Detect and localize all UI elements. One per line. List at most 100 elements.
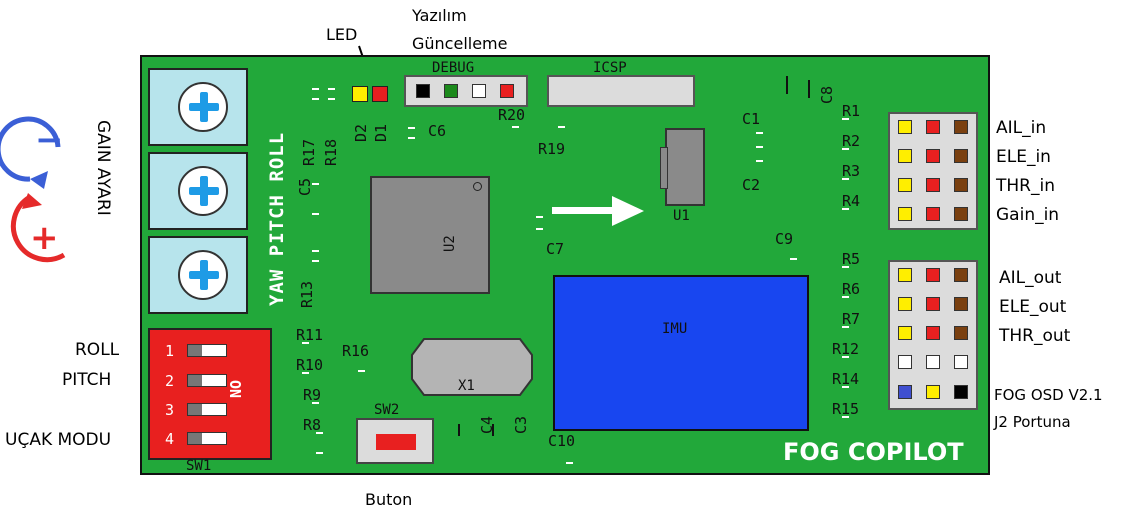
forward-direction-arrow bbox=[552, 196, 644, 226]
osd-pin-blue bbox=[898, 385, 912, 399]
pot-knob[interactable] bbox=[178, 250, 228, 300]
ref-c10: C10 bbox=[548, 432, 576, 450]
dip-number-2: 2 bbox=[165, 372, 175, 390]
unused-pin-3 bbox=[954, 355, 968, 369]
minus-sign: − bbox=[35, 120, 64, 160]
ref-r15: R15 bbox=[832, 400, 860, 418]
ref-r3: R3 bbox=[842, 162, 861, 180]
thr-in-pin-signal bbox=[898, 178, 912, 192]
ail-in-pin-power bbox=[926, 120, 940, 134]
ref-c2: C2 bbox=[742, 176, 761, 194]
ref-d2: D2 bbox=[352, 123, 370, 142]
roll-label: ROLL bbox=[75, 340, 120, 360]
push-button-cap[interactable] bbox=[376, 434, 416, 450]
ref-r19: R19 bbox=[538, 140, 566, 158]
led-label: LED bbox=[326, 25, 358, 44]
ref-c8: C8 bbox=[818, 85, 836, 104]
gain-in-pin-ground bbox=[954, 207, 968, 221]
u1-tab bbox=[660, 147, 668, 189]
icsp-header[interactable] bbox=[547, 75, 695, 107]
ail-out-label: AIL_out bbox=[999, 268, 1062, 288]
thr-out-pin-signal bbox=[898, 326, 912, 340]
debug-pin-green bbox=[444, 84, 458, 98]
pot-knob[interactable] bbox=[178, 82, 228, 132]
debug-pin-red bbox=[500, 84, 514, 98]
gain-direction-arrows bbox=[0, 116, 66, 263]
thr-in-pin-ground bbox=[954, 178, 968, 192]
ref-r16: R16 bbox=[342, 342, 370, 360]
led-d1-red bbox=[372, 86, 388, 102]
unused-pin-2 bbox=[926, 355, 940, 369]
push-button-sw2[interactable] bbox=[356, 418, 434, 464]
dip-number-4: 4 bbox=[165, 430, 175, 448]
osd-label-2: J2 Portuna bbox=[994, 413, 1071, 431]
imu-label: IMU bbox=[662, 321, 688, 337]
dip-toggle-4[interactable] bbox=[187, 432, 227, 445]
osd-pin-black bbox=[954, 385, 968, 399]
sw1-label: SW1 bbox=[186, 458, 212, 474]
u2-label: U2 bbox=[442, 235, 458, 252]
debug-label: DEBUG bbox=[432, 60, 475, 76]
ref-r1: R1 bbox=[842, 102, 861, 120]
ref-r12: R12 bbox=[832, 340, 860, 358]
debug-pin-white bbox=[472, 84, 486, 98]
dip-toggle-3[interactable] bbox=[187, 403, 227, 416]
gain-adjust-label: GAIN AYARI bbox=[93, 120, 113, 216]
ele-out-label: ELE_out bbox=[999, 297, 1067, 317]
ele-in-pin-signal bbox=[898, 149, 912, 163]
ref-r5: R5 bbox=[842, 250, 861, 268]
ref-r18: R18 bbox=[322, 138, 340, 166]
roll-gain-pot[interactable] bbox=[148, 236, 248, 314]
ail-out-pin-power bbox=[926, 268, 940, 282]
ref-r13: R13 bbox=[298, 280, 316, 308]
decrease-arrow bbox=[0, 116, 61, 182]
dip-number-3: 3 bbox=[165, 401, 175, 419]
gain-in-pin-signal bbox=[898, 207, 912, 221]
axis-silkscreen: YAW PITCH ROLL bbox=[266, 131, 288, 306]
mcu-u2 bbox=[370, 176, 490, 294]
ref-r14: R14 bbox=[832, 370, 860, 388]
ref-r10: R10 bbox=[296, 356, 324, 374]
ref-d1: D1 bbox=[372, 123, 390, 142]
gain-in-label: Gain_in bbox=[996, 205, 1060, 225]
thr-out-pin-ground bbox=[954, 326, 968, 340]
ref-r4: R4 bbox=[842, 192, 861, 210]
ref-c5: C5 bbox=[296, 177, 314, 196]
ref-r17: R17 bbox=[300, 138, 318, 166]
dip-number-1: 1 bbox=[165, 342, 175, 360]
icsp-label: ICSP bbox=[593, 60, 627, 76]
ref-c1: C1 bbox=[742, 110, 761, 128]
ref-r8: R8 bbox=[303, 416, 322, 434]
ail-out-pin-signal bbox=[898, 268, 912, 282]
crystal-x1 bbox=[411, 338, 533, 396]
unused-pin-1 bbox=[898, 355, 912, 369]
pot-knob[interactable] bbox=[178, 166, 228, 216]
dip-toggle-2[interactable] bbox=[187, 374, 227, 387]
x1-label: X1 bbox=[458, 378, 475, 394]
ref-c7: C7 bbox=[546, 240, 565, 258]
increase-arrow-head bbox=[22, 193, 42, 209]
imu-module bbox=[553, 275, 809, 431]
decrease-arrow-head bbox=[30, 171, 48, 189]
ref-r2: R2 bbox=[842, 132, 861, 150]
button-label: Buton bbox=[365, 490, 413, 509]
dip-on-label: ON bbox=[226, 380, 244, 399]
debug-header[interactable] bbox=[404, 75, 528, 107]
dip-toggle-1[interactable] bbox=[187, 344, 227, 357]
ref-r7: R7 bbox=[842, 310, 861, 328]
ail-out-pin-ground bbox=[954, 268, 968, 282]
ail-in-label: AIL_in bbox=[996, 118, 1047, 138]
ele-in-pin-power bbox=[926, 149, 940, 163]
thr-out-label: THR_out bbox=[999, 326, 1071, 346]
debug-pin-gnd bbox=[416, 84, 430, 98]
thr-out-pin-power bbox=[926, 326, 940, 340]
gain-in-pin-power bbox=[926, 207, 940, 221]
increase-arrow bbox=[10, 194, 66, 263]
ref-r20: R20 bbox=[498, 106, 526, 124]
plane-mode-label: UÇAK MODU bbox=[5, 430, 112, 450]
yaw-gain-pot[interactable] bbox=[148, 68, 248, 146]
ref-r11: R11 bbox=[296, 326, 324, 344]
ref-r6: R6 bbox=[842, 280, 861, 298]
pitch-gain-pot[interactable] bbox=[148, 152, 248, 230]
ail-in-pin-ground bbox=[954, 120, 968, 134]
